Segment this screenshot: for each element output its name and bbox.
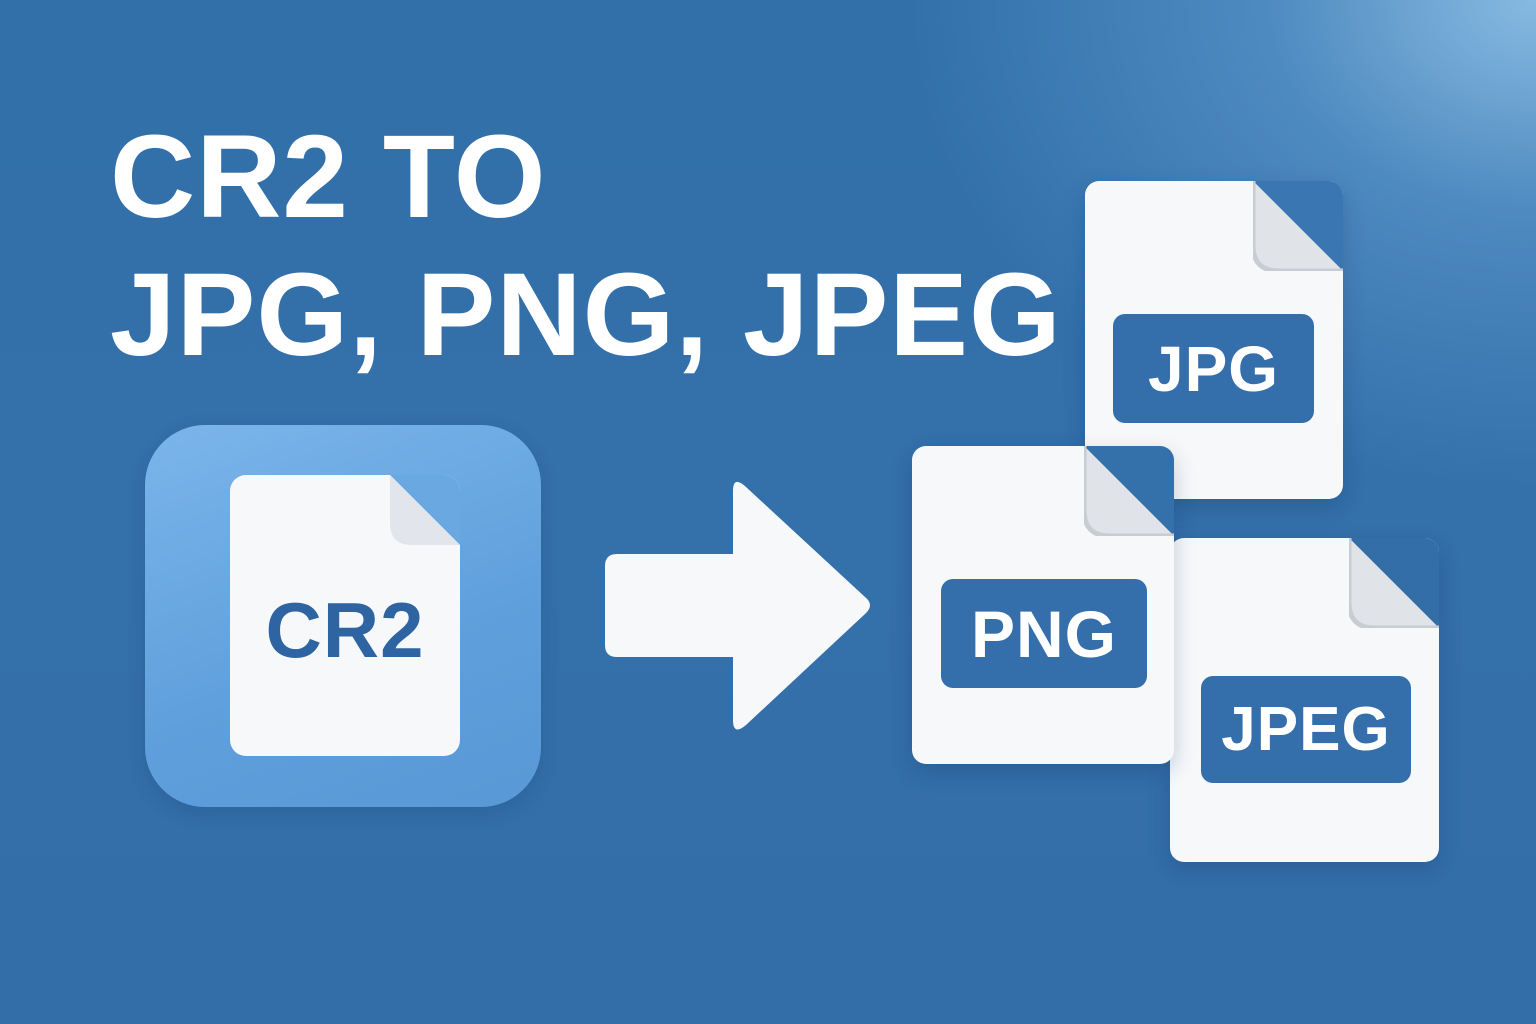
arrow-right-icon: [605, 481, 870, 730]
title-line-1: CR2 TO: [110, 111, 547, 243]
folded-corner-icon: [390, 475, 460, 545]
title-line-2: JPG, PNG, JPEG: [110, 249, 1062, 381]
jpg-format-badge: JPG: [1113, 314, 1314, 423]
png-file-icon: PNG: [912, 446, 1174, 764]
cr2-file-icon: CR2: [230, 475, 460, 756]
folded-corner-icon: [1253, 181, 1343, 271]
source-format-label: CR2: [265, 586, 425, 674]
folded-corner-icon: [1349, 538, 1439, 628]
jpeg-file-icon: JPEG: [1170, 538, 1439, 862]
page-title: CR2 TO JPG, PNG, JPEG: [110, 108, 1062, 384]
png-format-badge: PNG: [941, 579, 1147, 688]
jpeg-format-badge: JPEG: [1201, 676, 1411, 783]
folded-corner-icon: [1084, 446, 1174, 536]
source-file-tile: CR2: [145, 425, 541, 807]
